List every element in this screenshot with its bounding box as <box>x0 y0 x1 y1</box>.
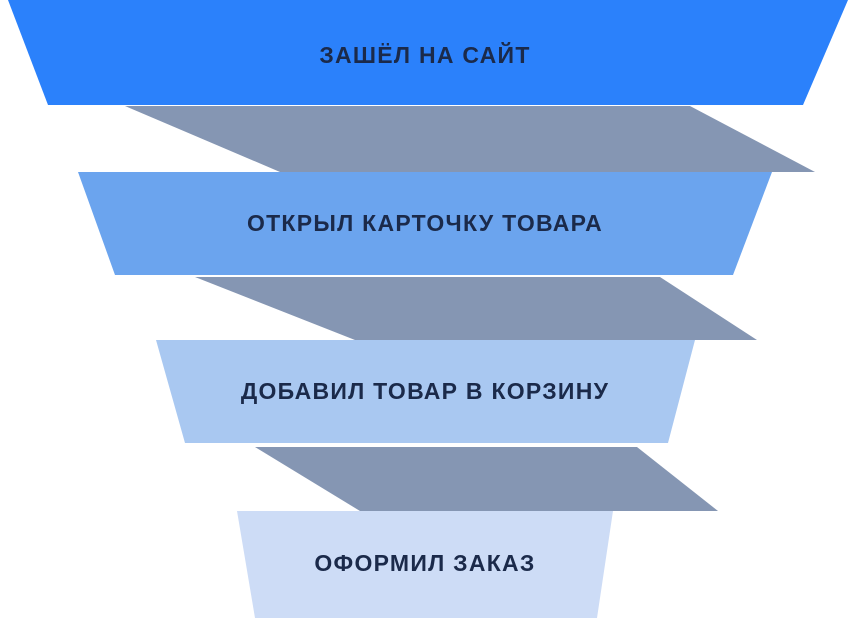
funnel-stage-3-shape[interactable] <box>156 340 695 443</box>
funnel-stage-1-label: ЗАШЁЛ НА САЙТ <box>319 41 530 68</box>
funnel-stage-4-shape[interactable] <box>237 511 613 618</box>
funnel-stage-1[interactable]: ЗАШЁЛ НА САЙТ <box>8 0 848 105</box>
funnel-connector-shadow-3 <box>255 447 718 511</box>
funnel-stage-2-label: ОТКРЫЛ КАРТОЧКУ ТОВАРА <box>247 210 603 236</box>
funnel-stage-3[interactable]: ДОБАВИЛ ТОВАР В КОРЗИНУ <box>156 340 695 443</box>
funnel-stage-4-label: ОФОРМИЛ ЗАКАЗ <box>314 550 535 576</box>
funnel-stage-2-shape[interactable] <box>78 172 772 275</box>
funnel-stage-3-label: ДОБАВИЛ ТОВАР В КОРЗИНУ <box>241 378 609 404</box>
funnel-connector-shadow-1 <box>125 106 815 172</box>
funnel-stage-2[interactable]: ОТКРЫЛ КАРТОЧКУ ТОВАРА <box>78 172 772 275</box>
funnel-connector-shadow-2 <box>195 277 757 340</box>
funnel-stage-1-shape[interactable] <box>8 0 848 105</box>
funnel-stage-4[interactable]: ОФОРМИЛ ЗАКАЗ <box>237 511 613 618</box>
